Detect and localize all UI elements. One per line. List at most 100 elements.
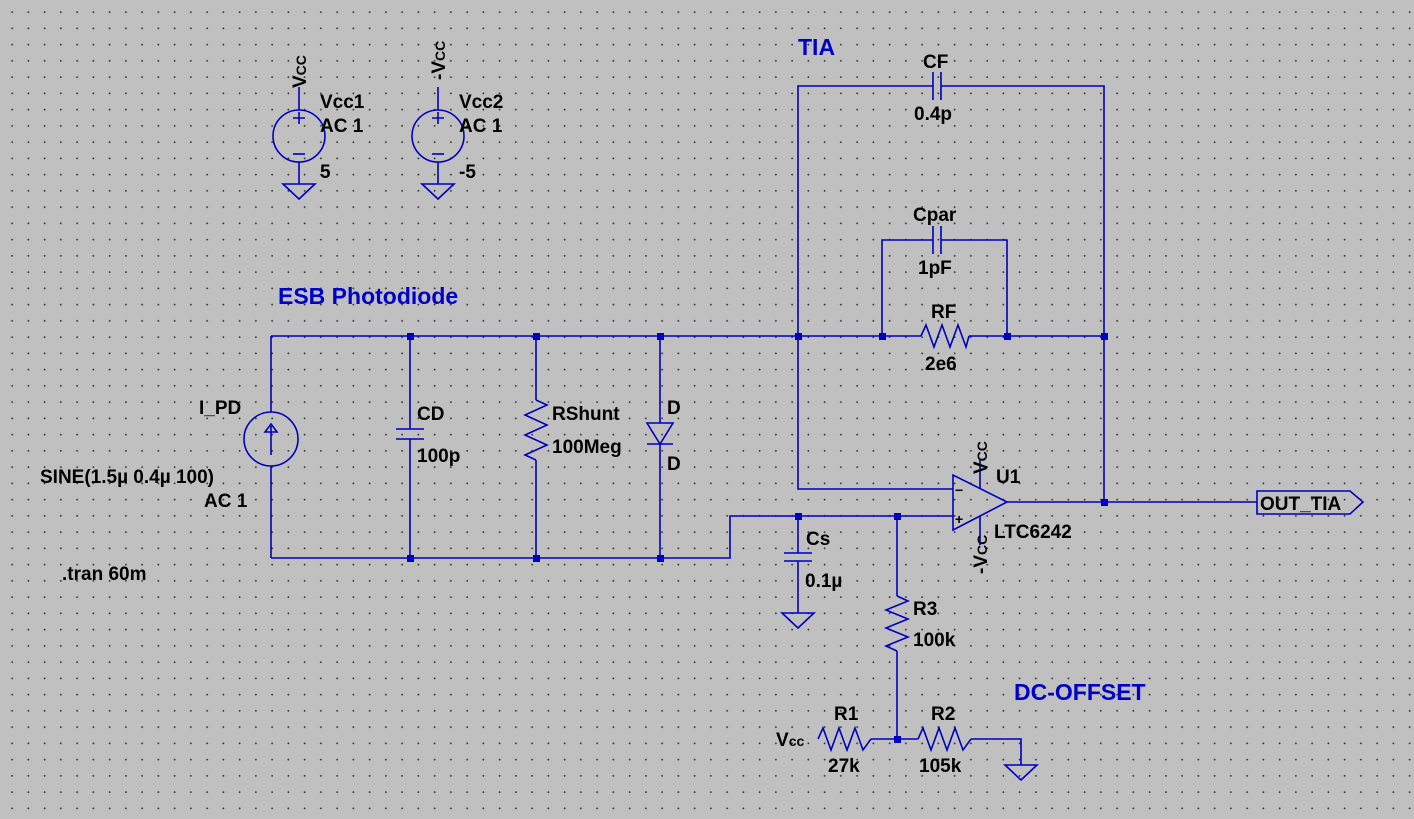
resistor-icon — [523, 399, 549, 461]
cs-capacitor[interactable]: Cs 0.1µ — [779, 529, 842, 630]
cpar-name: Cpar — [913, 205, 957, 226]
r2-resistor[interactable]: R2 105k — [917, 704, 1040, 782]
r3-value: 100k — [913, 630, 956, 651]
wire-inverting-input[interactable] — [797, 336, 953, 490]
vcc2-source[interactable]: -VCC Vcc2 AC 1 -5 — [411, 41, 503, 201]
cd-capacitor[interactable]: CD 100p — [396, 404, 460, 467]
ground-icon — [1002, 764, 1040, 782]
ground-icon — [419, 183, 457, 201]
cd-name: CD — [417, 404, 444, 425]
junction-dot — [1101, 333, 1108, 340]
plus-sign-icon — [293, 112, 305, 124]
resistor-icon — [920, 322, 970, 350]
vcc1-net-label: VCC — [290, 55, 311, 88]
opamp-name: U1 — [996, 467, 1021, 488]
vcc2-name: Vcc2 — [459, 92, 503, 113]
tran-directive[interactable]: .tran 60m — [62, 564, 146, 585]
wires — [270, 85, 1257, 765]
r1-resistor[interactable]: Vcc R1 27k — [776, 704, 872, 777]
opamp-neg-supply-label: -VCC — [971, 535, 992, 574]
capacitor-icon — [932, 226, 942, 254]
junction-dot — [795, 333, 802, 340]
opamp-pos-supply-label: VCC — [971, 441, 992, 474]
photodiode[interactable]: D D — [645, 398, 681, 475]
ipd-current-source[interactable]: I_PD SINE(1.5µ 0.4µ 100) AC 1 — [40, 398, 299, 512]
wire-cf-right[interactable] — [941, 85, 1105, 336]
vcc2-net-label: -VCC — [429, 41, 450, 80]
cpar-capacitor[interactable]: Cpar 1pF — [913, 205, 957, 279]
cs-value: 0.1µ — [805, 571, 842, 592]
vcc2-ac: AC 1 — [459, 116, 503, 137]
r1-value: 27k — [828, 756, 860, 777]
opamp-model: LTC6242 — [994, 522, 1072, 543]
resistor-icon — [917, 725, 972, 753]
junction-dot — [1004, 333, 1011, 340]
junction-dot — [657, 333, 664, 340]
output-port-icon — [1256, 490, 1365, 515]
junction-dot — [657, 555, 664, 562]
cf-capacitor[interactable]: CF 0.4p — [914, 52, 952, 125]
ground-icon — [280, 183, 318, 201]
ipd-ac: AC 1 — [204, 491, 248, 512]
junction-dot — [879, 333, 886, 340]
voltage-source-icon — [272, 109, 326, 163]
cf-value: 0.4p — [914, 104, 952, 125]
cs-name: Cs — [806, 529, 830, 550]
cd-value: 100p — [417, 446, 460, 467]
capacitor-icon — [932, 72, 942, 100]
vcc1-value: 5 — [320, 162, 331, 183]
r1-left-net-label: Vcc — [776, 730, 804, 751]
wire-r2-right[interactable] — [971, 738, 1022, 765]
rf-resistor[interactable]: RF 2e6 — [920, 302, 970, 375]
tia-comment: TIA — [798, 34, 835, 60]
junction-dot — [407, 333, 414, 340]
arrow-up-icon — [263, 422, 279, 455]
wire-cf-left[interactable] — [797, 85, 933, 336]
r3-name: R3 — [913, 599, 937, 620]
junction-dot — [795, 513, 802, 520]
capacitor-icon — [784, 552, 812, 562]
r1-name: R1 — [834, 704, 859, 725]
junction-dot — [894, 736, 901, 743]
ipd-value: SINE(1.5µ 0.4µ 100) — [40, 467, 214, 488]
vcc1-ac: AC 1 — [320, 116, 364, 137]
rf-value: 2e6 — [925, 354, 957, 375]
wire-bottom-rail[interactable] — [271, 515, 953, 559]
junction-dot — [894, 513, 901, 520]
out-tia-label: OUT_TIA — [1260, 494, 1342, 515]
capacitor-icon — [396, 428, 424, 440]
wire-cpar-right[interactable] — [941, 239, 1008, 336]
vcc1-source[interactable]: VCC Vcc1 AC 1 5 — [272, 55, 365, 201]
resistor-icon — [883, 595, 911, 652]
r2-value: 105k — [919, 756, 962, 777]
ipd-name: I_PD — [199, 398, 241, 419]
vcc2-value: -5 — [459, 162, 476, 183]
rshunt-resistor[interactable]: RShunt 100Meg — [523, 399, 622, 461]
cf-name: CF — [923, 52, 948, 73]
opamp-minus-sign: − — [955, 482, 963, 498]
vcc1-name: Vcc1 — [320, 92, 365, 113]
current-source-icon — [243, 411, 299, 467]
rf-name: RF — [931, 302, 956, 323]
rshunt-name: RShunt — [552, 404, 620, 425]
voltage-source-icon — [411, 109, 465, 163]
diode-model: D — [667, 454, 681, 475]
junctions — [407, 333, 1108, 743]
photodiode-comment: ESB Photodiode — [278, 283, 458, 309]
r3-resistor[interactable]: R3 100k — [883, 595, 956, 652]
opamp-plus-sign: + — [955, 511, 963, 527]
r2-name: R2 — [931, 704, 955, 725]
wire-cpar-left[interactable] — [881, 239, 933, 336]
junction-dot — [1101, 499, 1108, 506]
junction-dot — [533, 555, 540, 562]
diode-name: D — [667, 398, 681, 419]
out-tia-port[interactable]: OUT_TIA — [1256, 490, 1365, 515]
rshunt-value: 100Meg — [552, 437, 622, 458]
opamp-u1[interactable]: − + VCC -VCC U1 LTC6242 — [952, 441, 1072, 574]
dc-offset-comment: DC-OFFSET — [1014, 679, 1146, 705]
plus-sign-icon — [432, 112, 444, 124]
cpar-value: 1pF — [918, 258, 952, 279]
resistor-icon — [817, 725, 872, 753]
junction-dot — [533, 333, 540, 340]
